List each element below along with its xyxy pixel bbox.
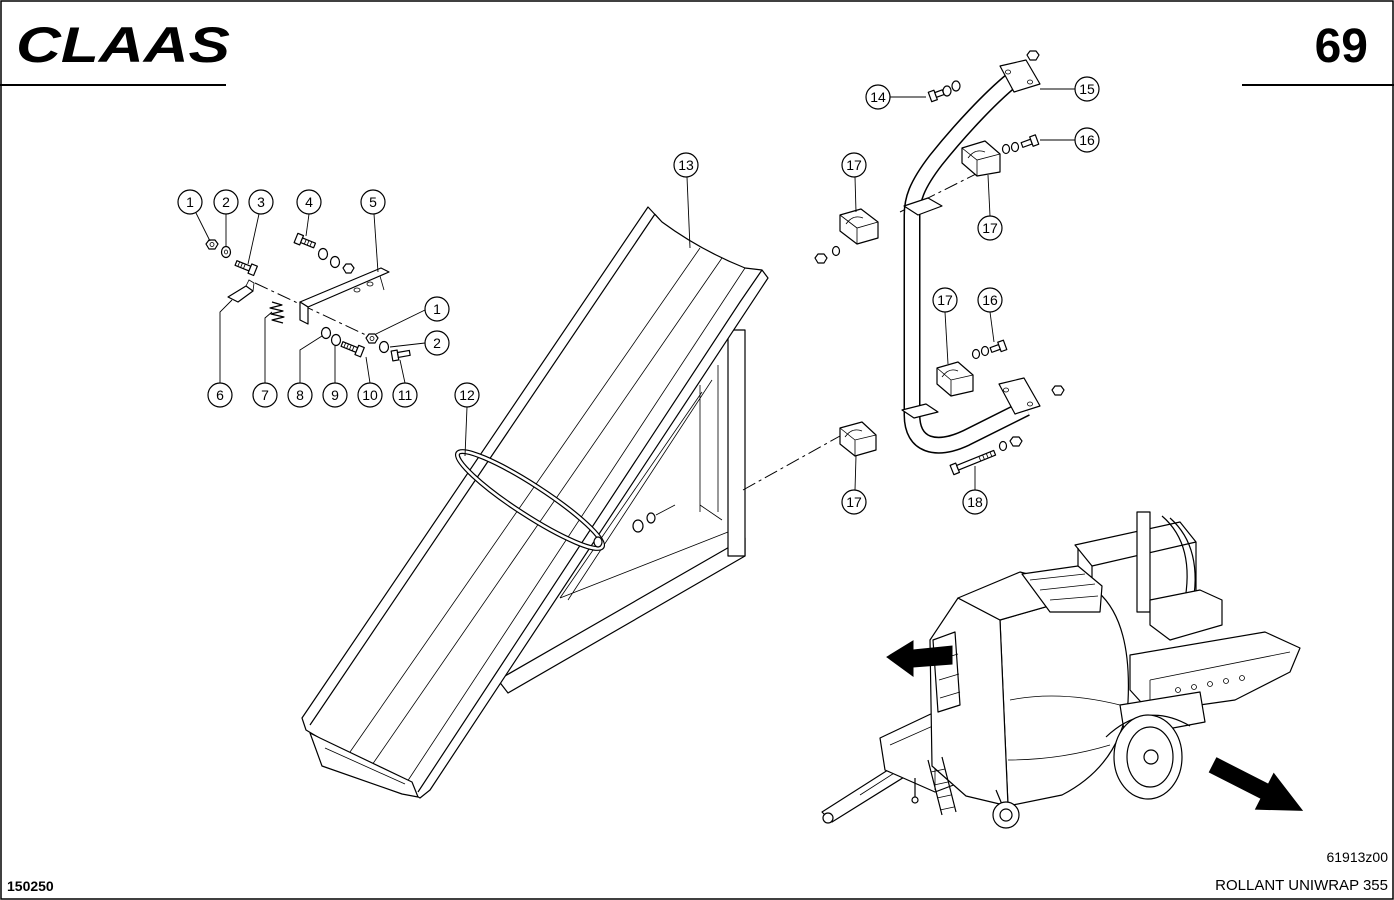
nut	[365, 333, 379, 344]
clamp	[839, 208, 879, 245]
bolt	[293, 232, 317, 249]
mounting-frame	[497, 329, 746, 694]
callout-5: 5	[360, 189, 386, 215]
callout-9: 9	[322, 382, 348, 408]
callout-8: 8	[287, 382, 313, 408]
nut	[205, 239, 219, 250]
washer	[942, 80, 961, 97]
washer	[317, 247, 355, 274]
alignment-line	[742, 435, 841, 491]
strap	[454, 449, 606, 551]
callout-13: 13	[673, 152, 699, 178]
callout-11: 11	[392, 382, 418, 408]
svg-text:7: 7	[261, 387, 269, 403]
callout-15: 15	[1074, 76, 1100, 102]
svg-text:17: 17	[937, 292, 953, 308]
bolt	[1020, 134, 1040, 148]
clamp	[936, 361, 974, 397]
svg-text:8: 8	[296, 387, 304, 403]
svg-text:1: 1	[433, 301, 441, 317]
nut	[1051, 385, 1065, 396]
washer	[971, 345, 990, 360]
spring	[269, 301, 285, 324]
callout-17: 17	[977, 215, 1003, 241]
svg-text:6: 6	[216, 387, 224, 403]
callout-10: 10	[357, 382, 383, 408]
svg-text:14: 14	[870, 89, 886, 105]
nut	[814, 245, 841, 264]
svg-text:11: 11	[398, 387, 413, 403]
callout-17: 17	[841, 152, 867, 178]
handle-tube	[901, 59, 1041, 454]
callout-3: 3	[248, 189, 274, 215]
footer: 150250 61913z00 ROLLANT UNIWRAP 355	[7, 849, 1388, 894]
baler-wrapper-illustration	[821, 511, 1301, 829]
nut	[1026, 50, 1040, 61]
washer	[1001, 141, 1020, 155]
bolt	[989, 339, 1008, 353]
washer	[220, 245, 232, 259]
callout-17: 17	[841, 489, 867, 515]
svg-text:17: 17	[846, 494, 862, 510]
model-name: ROLLANT UNIWRAP 355	[1215, 877, 1388, 894]
svg-text:5: 5	[369, 194, 377, 210]
leader-lines	[195, 88, 1075, 491]
washer	[378, 340, 390, 354]
callout-1: 1	[424, 296, 450, 322]
callout-2: 2	[213, 189, 239, 215]
bolt	[949, 449, 997, 476]
callout-17: 17	[932, 287, 958, 313]
bolt	[390, 349, 411, 362]
page-number: 69	[1315, 20, 1368, 73]
callout-4: 4	[296, 189, 322, 215]
arrow-down-right-icon	[1208, 757, 1304, 811]
svg-text:17: 17	[982, 220, 998, 236]
svg-text:16: 16	[1079, 132, 1095, 148]
brand-logo: CLAAS	[16, 17, 230, 73]
svg-text:1: 1	[186, 194, 194, 210]
svg-text:15: 15	[1079, 81, 1095, 97]
svg-text:12: 12	[459, 387, 475, 403]
header: CLAAS 69	[0, 17, 1394, 86]
callout-2: 2	[424, 330, 450, 356]
svg-text:18: 18	[967, 494, 983, 510]
callout-1: 1	[177, 189, 203, 215]
svg-text:9: 9	[331, 387, 339, 403]
svg-text:13: 13	[678, 157, 694, 173]
alignment-line	[254, 282, 369, 337]
callout-18: 18	[962, 489, 988, 515]
washer	[998, 436, 1023, 452]
bolt	[234, 260, 258, 277]
svg-text:4: 4	[305, 194, 313, 210]
bolt	[340, 341, 365, 358]
callout-14: 14	[865, 84, 891, 110]
callout-12: 12	[454, 382, 480, 408]
mounting-bracket	[299, 267, 390, 325]
callout-16: 16	[1074, 127, 1100, 153]
callout-7: 7	[252, 382, 278, 408]
svg-text:2: 2	[222, 194, 230, 210]
alignment-line	[899, 171, 981, 213]
svg-text:16: 16	[982, 292, 998, 308]
callout-6: 6	[207, 382, 233, 408]
bolt	[927, 89, 945, 103]
svg-text:2: 2	[433, 335, 441, 351]
washer	[320, 326, 342, 347]
svg-text:17: 17	[846, 157, 862, 173]
callout-16: 16	[977, 287, 1003, 313]
svg-text:10: 10	[362, 387, 378, 403]
footer-left-code: 150250	[7, 878, 54, 894]
svg-text:3: 3	[257, 194, 265, 210]
arrow-left-icon	[886, 640, 953, 677]
drawing-id: 61913z00	[1326, 849, 1388, 865]
chute	[301, 206, 769, 799]
clamp	[839, 421, 877, 457]
clamp	[961, 140, 1001, 177]
clip	[227, 279, 255, 303]
